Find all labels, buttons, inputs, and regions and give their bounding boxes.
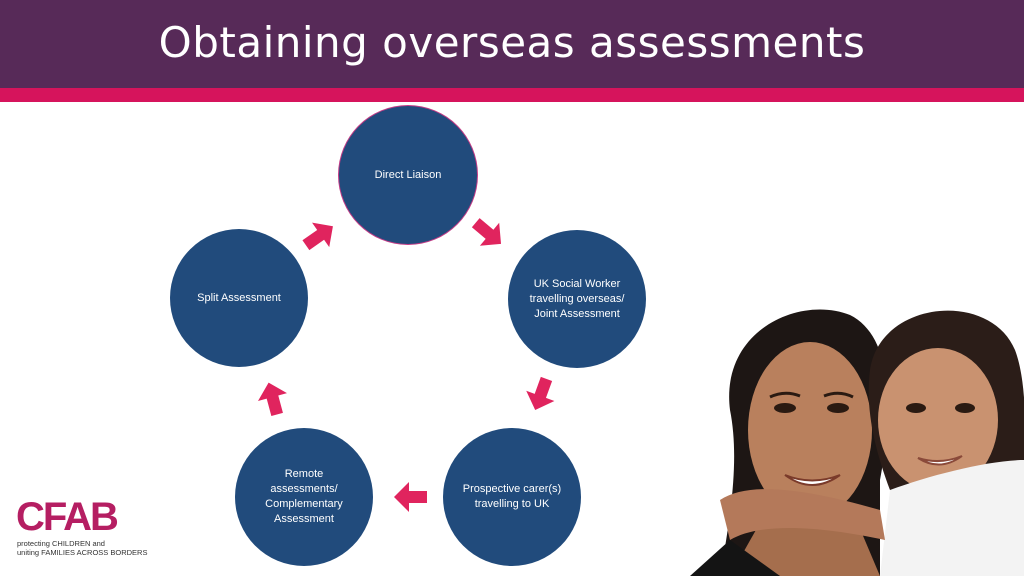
logo-tagline-1: protecting CHILDREN and (17, 539, 105, 548)
arrow-2-icon (526, 376, 555, 410)
arrow-3-icon (394, 482, 427, 512)
node-label: Direct Liaison (374, 168, 442, 181)
accent-stripe (0, 88, 1024, 102)
logo-tagline-2: uniting FAMILIES ACROSS BORDERS (17, 548, 148, 557)
arrow-1-icon (471, 218, 502, 246)
cfab-logo: CFAB protecting CHILDREN and uniting FAM… (16, 495, 148, 559)
node-prospective-carers: Prospective carer(s) travelling to UK (443, 428, 581, 566)
node-remote-assessments: Remote assessments/ Complementary Assess… (235, 428, 373, 566)
node-label: Prospective carer(s) travelling to UK (462, 483, 562, 510)
node-split-assessment: Split Assessment (170, 229, 308, 367)
arrow-5-icon (302, 222, 333, 251)
node-uk-social-worker: UK Social Worker travelling overseas/ Jo… (508, 230, 646, 368)
node-direct-liaison: Direct Liaison (339, 106, 477, 244)
node-label: UK Social Worker travelling overseas/ Jo… (529, 277, 625, 320)
mother-daughter-photo (690, 309, 1024, 576)
logo-mark: CFAB (16, 495, 119, 539)
title-bar: Obtaining overseas assessments (0, 0, 1024, 88)
arrow-4-icon (257, 382, 287, 417)
slide-title: Obtaining overseas assessments (158, 18, 866, 67)
node-label: Remote assessments/ Complementary Assess… (265, 468, 343, 525)
node-label: Split Assessment (197, 291, 281, 304)
